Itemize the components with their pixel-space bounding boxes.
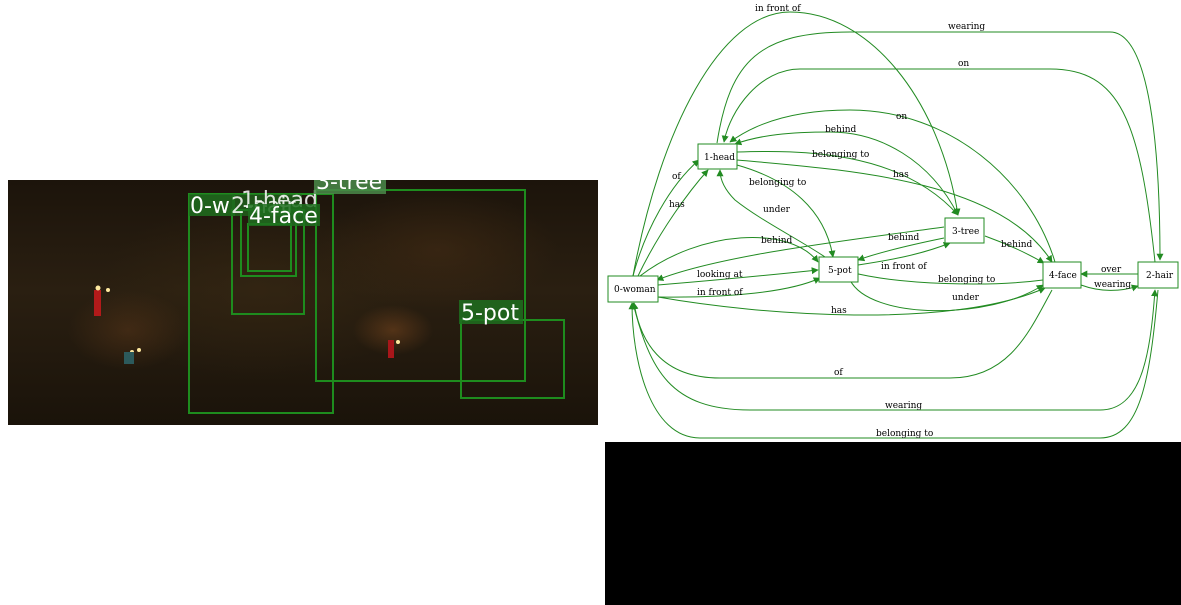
edge-label-belonging-to-bottom: belonging to <box>876 429 933 439</box>
graph-node-label-hair: 2-hair <box>1146 271 1174 281</box>
edge-in-front-of-top <box>632 11 961 277</box>
graph-node-label-woman: 0-woman <box>614 285 656 295</box>
graph-node-label-tree: 3-tree <box>952 227 979 237</box>
graph-node-tree: 3-tree <box>944 217 985 244</box>
scene-graph: in front of wearing on on behind belongi… <box>607 4 1179 439</box>
edge-label-under-pot-face: under <box>952 293 980 303</box>
edge-label-has-head-face: has <box>893 170 909 180</box>
graph-node-label-pot: 5-pot <box>828 266 852 276</box>
bbox-label-pot: 5-pot <box>461 301 519 326</box>
edge-label-on-top: on <box>958 59 969 69</box>
blank-panel <box>605 442 1181 605</box>
graph-node-head: 1-head <box>697 143 738 170</box>
edge-has-head-face <box>736 159 1053 263</box>
edge-under-pot-face <box>849 279 1044 312</box>
edge-label-belonging-to-head-pot: belonging to <box>749 178 806 188</box>
bounding-box-overlay: 0-w 2-hair 1-head 4-face 3-tree 5-pot <box>94 180 565 414</box>
edge-behind-tree-face <box>984 235 1045 264</box>
edge-wearing-bottom <box>632 289 1159 411</box>
edge-label-of-face-woman: of <box>834 368 843 378</box>
edge-label-over: over <box>1101 265 1122 275</box>
edge-label-under-head-pot: under <box>763 205 791 215</box>
edge-label-of-woman-head: of <box>672 172 681 182</box>
graph-node-woman: 0-woman <box>607 275 659 303</box>
edge-label-in-front-of-woman-pot: in front of <box>697 288 743 298</box>
edge-under-head-pot <box>716 169 826 258</box>
edge-belonging-to-pot-face <box>849 270 1044 285</box>
edge-label-on-mid: on <box>896 112 907 122</box>
edge-wearing-top <box>716 31 1164 261</box>
edge-has-woman-face <box>657 287 1046 316</box>
edge-label-belonging-to-pot-face: belonging to <box>938 275 995 285</box>
edge-label-behind-tree-face: behind <box>1001 240 1033 250</box>
graph-edges: in front of wearing on on behind belongi… <box>628 4 1164 439</box>
edge-label-wearing-face-hair: wearing <box>1094 280 1131 290</box>
edge-label-behind-tree-woman: behind <box>888 233 920 243</box>
edge-behind-head <box>734 131 959 216</box>
edge-on-top <box>721 68 1156 263</box>
edge-on-mid <box>729 109 1056 263</box>
edge-behind-tree-woman <box>656 226 945 281</box>
edge-in-front-of-woman-pot <box>657 277 821 298</box>
edge-label-has-woman-face: has <box>831 306 847 316</box>
edge-label-wearing-top: wearing <box>948 22 985 32</box>
edge-of-face-woman <box>631 289 1053 379</box>
scene-lights <box>94 285 400 364</box>
edge-label-belonging-to-head-tree: belonging to <box>812 150 869 160</box>
edge-in-front-of-tree-pot <box>857 237 945 262</box>
edge-in-front-of-pot-tree <box>857 242 951 266</box>
graph-node-hair: 2-hair <box>1137 261 1179 289</box>
graph-node-face: 4-face <box>1042 261 1082 289</box>
edge-behind-woman-pot <box>639 237 819 277</box>
edge-wearing-face-hair <box>1080 284 1139 292</box>
edge-looking-at <box>657 267 819 286</box>
bbox-tree <box>315 189 526 382</box>
edge-belonging-to-bottom <box>628 289 1159 439</box>
edge-label-in-front-of-pot-tree: in front of <box>881 262 927 272</box>
edge-of-woman-head <box>632 159 700 277</box>
graph-node-pot: 5-pot <box>818 256 859 283</box>
graph-node-label-head: 1-head <box>704 153 735 163</box>
bbox-label-face: 4-face <box>249 204 318 229</box>
edge-label-behind-woman-pot: behind <box>761 236 793 246</box>
graph-node-label-face: 4-face <box>1049 271 1077 281</box>
edge-label-wearing-bottom: wearing <box>885 401 922 411</box>
edge-label-looking-at: looking at <box>697 270 743 280</box>
scene-image: 0-w 2-hair 1-head 4-face 3-tree 5-pot <box>8 180 598 425</box>
edge-has-woman-head <box>637 169 709 277</box>
edge-belonging-to-head-tree <box>736 150 959 216</box>
edge-belonging-to-head-pot <box>736 164 836 258</box>
edge-label-has-woman-head: has <box>669 200 685 210</box>
bbox-label-woman: 0-w <box>190 194 230 219</box>
bbox-label-tree: 3-tree <box>316 180 382 195</box>
edge-label-in-front-of-top: in front of <box>755 4 801 14</box>
edge-label-behind-head: behind <box>825 125 857 135</box>
